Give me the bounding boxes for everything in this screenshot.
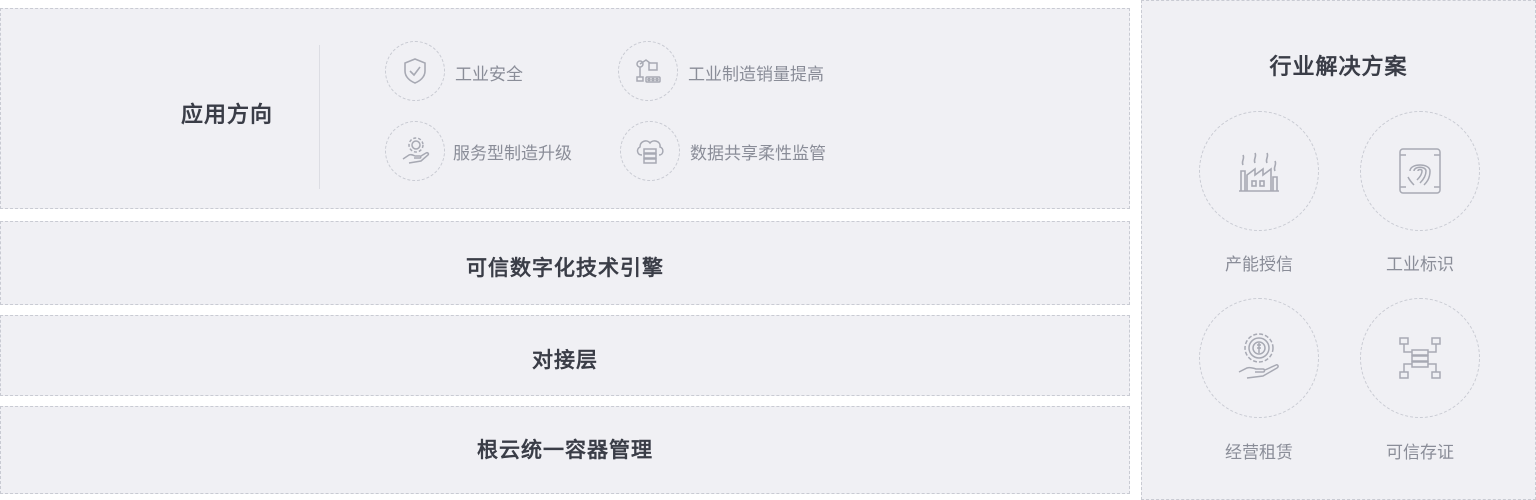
application-item-label: 服务型制造升级 [453,144,572,164]
industry-item-label: 可信存证 [1386,443,1454,463]
application-panel: 应用方向 工业安全 工业制造销量提高 服务型制造升级 [0,8,1130,209]
engine-layer: 可信数字化技术引擎 [0,221,1130,305]
application-title: 应用方向 [181,103,274,128]
industry-title: 行业解决方案 [1269,55,1408,80]
factory-icon [1199,111,1319,231]
industry-item-label: 经营租赁 [1225,443,1293,463]
industry-item-label: 工业标识 [1386,255,1454,275]
application-item-label: 数据共享柔性监管 [690,144,826,164]
fingerprint-icon [1360,111,1480,231]
divider [319,45,320,189]
application-item-label: 工业安全 [455,65,523,85]
network-nodes-icon [1360,298,1480,418]
shield-check-icon [385,41,445,101]
robot-arm-icon [618,41,678,101]
hand-coin-icon [1199,298,1319,418]
engine-layer-title: 可信数字化技术引擎 [466,256,664,280]
docking-layer: 对接层 [0,315,1130,396]
industry-item-label: 产能授信 [1225,255,1293,275]
hand-gear-icon [385,121,445,181]
application-item-label: 工业制造销量提高 [688,65,824,85]
container-layer-title: 根云统一容器管理 [477,438,653,462]
industry-panel: 行业解决方案 产能授信 工业标识 [1141,0,1536,500]
docking-layer-title: 对接层 [532,348,598,372]
cloud-server-icon [620,121,680,181]
container-layer: 根云统一容器管理 [0,406,1130,494]
